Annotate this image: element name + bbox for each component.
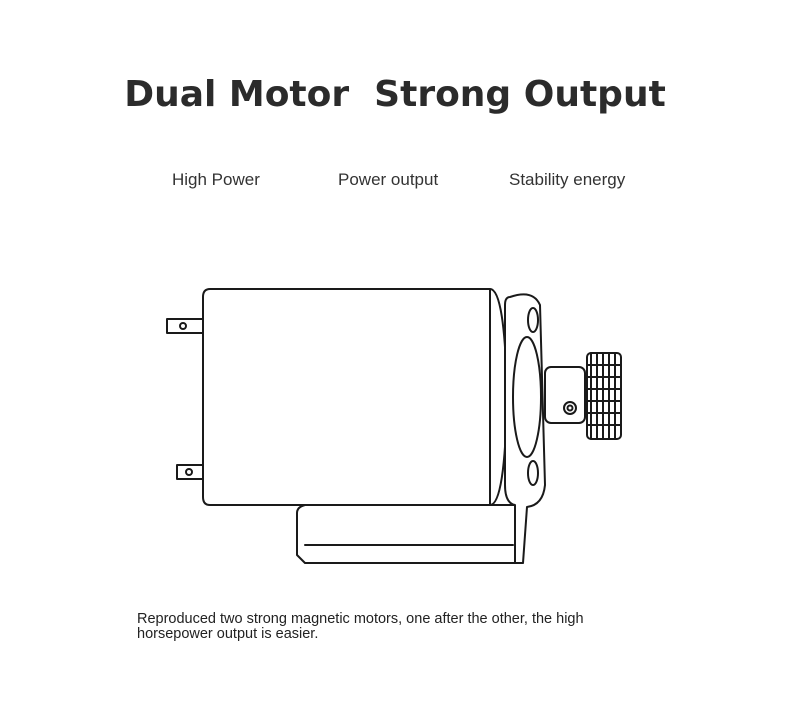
feature-stability-energy: Stability energy: [509, 170, 626, 189]
terminal-bottom: [176, 464, 206, 480]
motor-body: [202, 288, 508, 506]
dc-motor-icon: [166, 288, 622, 564]
feature-power-output: Power output: [338, 170, 439, 189]
terminal-top: [166, 318, 206, 334]
description-caption: Reproduced two strong magnetic motors, o…: [137, 611, 584, 642]
gear-icon: [586, 352, 622, 440]
mounting-bracket-base: [296, 504, 524, 564]
mounting-bracket-flange: [504, 293, 546, 564]
feature-high-power: High Power: [172, 170, 260, 189]
feature-list: High Power Power output Stability energy: [0, 170, 790, 194]
shaft-hub: [544, 366, 586, 424]
page-title: Dual Motor Strong Output: [124, 74, 666, 115]
